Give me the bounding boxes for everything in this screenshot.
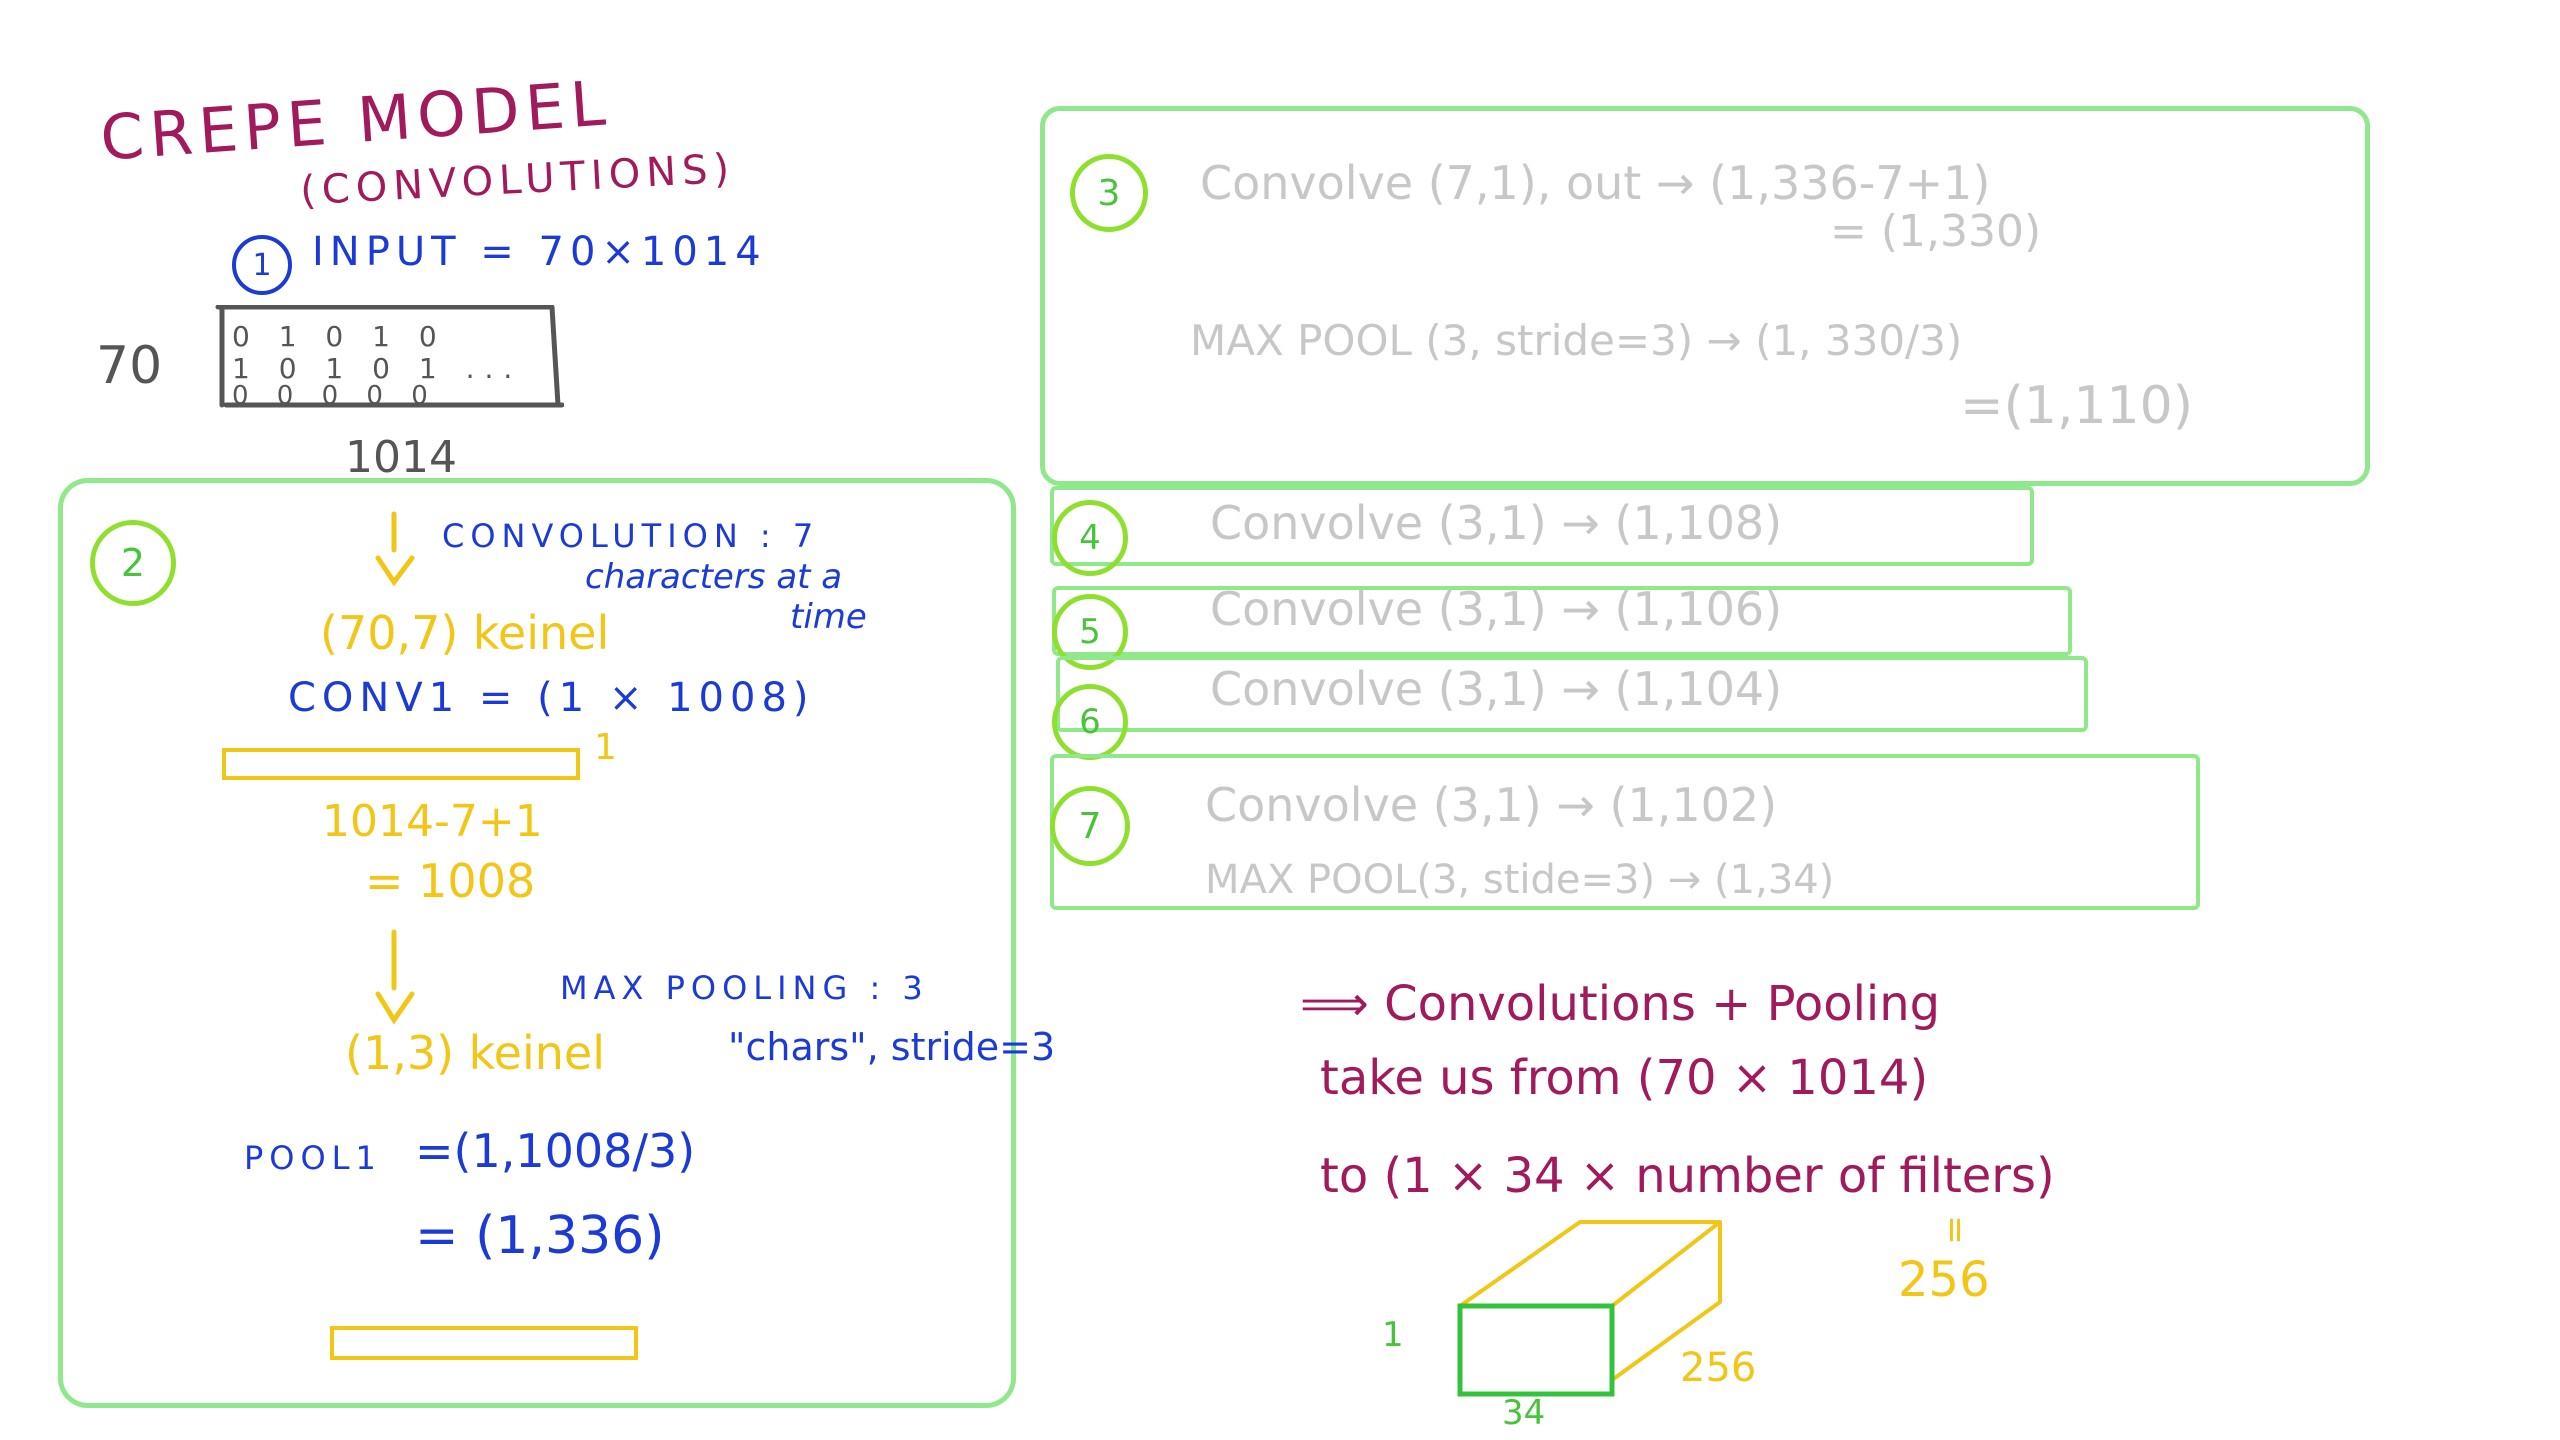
step3-line4: =(1,110) [1960, 376, 2194, 436]
step3-number-label: 3 [1097, 172, 1121, 214]
step7-op1: Convolve (3,1) → (1,102) [1205, 778, 1778, 832]
conv-calc-2: = 1008 [365, 854, 536, 908]
step3-line2: = (1,330) [1830, 206, 2042, 257]
step2-box [58, 478, 1016, 1408]
filters-count: 256 [1898, 1252, 1990, 1308]
pool1-eq-2: = (1,336) [415, 1206, 665, 1266]
matrix-row-1: 0 1 0 1 0 [232, 320, 447, 353]
step3-line3: MAX POOL (3, stride=3) → (1, 330/3) [1190, 316, 1963, 365]
step3-line1: Convolve (7,1), out → (1,336-7+1) [1200, 156, 1991, 210]
step1-number-label: 1 [252, 247, 272, 283]
cube-depth-label: 256 [1680, 1345, 1757, 1391]
step4-op: Convolve (3,1) → (1,108) [1210, 496, 1783, 550]
step6-number-label: 6 [1079, 702, 1101, 742]
conv-note-line3: time [790, 597, 867, 637]
step3-number: 3 [1070, 154, 1148, 232]
step4-box [1050, 486, 2034, 566]
step7-number: 7 [1050, 786, 1130, 866]
pool-note: MAX POOLING : 3 [560, 969, 929, 1007]
step5-op: Convolve (3,1) → (1,106) [1210, 582, 1783, 636]
matrix-row-3: 0 0 0 0 0 [232, 381, 438, 411]
matrix-cols-label: 1014 [345, 432, 457, 483]
summary-line2: take us from (70 × 1014) [1320, 1050, 1929, 1106]
pool-kernel: (1,3) keinel [345, 1026, 605, 1080]
step5-number: 5 [1052, 594, 1128, 670]
input-matrix: 0 1 0 1 0 1 0 1 0 1 ... 0 0 0 0 0 [212, 304, 565, 413]
summary-line1: ⟹ Convolutions + Pooling [1300, 976, 1941, 1032]
pool1-bar [330, 1326, 638, 1360]
conv-note-line2: characters at a [585, 557, 843, 597]
step6-op: Convolve (3,1) → (1,104) [1210, 662, 1783, 716]
conv1-bar-tick: 1 [594, 727, 617, 768]
down-arrow-1 [375, 511, 415, 587]
pool1-eq-1: =(1,1008/3) [415, 1124, 696, 1178]
step3-box [1040, 106, 2370, 486]
conv-calc-1: 1014-7+1 [322, 796, 543, 847]
step6-box [1056, 656, 2088, 732]
matrix-bracket [215, 304, 565, 408]
matrix-row-2: 1 0 1 0 1 ... [232, 352, 523, 385]
step6-number: 6 [1052, 684, 1128, 760]
step4-number: 4 [1052, 500, 1128, 576]
step4-number-label: 4 [1079, 518, 1101, 558]
step7-op2: MAX POOL(3, stide=3) → (1,34) [1205, 857, 1835, 903]
pool-stride: "chars", stride=3 [728, 1025, 1056, 1069]
step2-number: 2 [90, 520, 176, 606]
down-arrow-2 [375, 929, 415, 1025]
conv-note-line1: CONVOLUTION : 7 [442, 517, 820, 555]
cube-height-label: 1 [1382, 1315, 1404, 1355]
conv1-bar [222, 748, 580, 780]
conv-kernel: (70,7) keinel [320, 606, 610, 660]
matrix-rows-label: 70 [96, 336, 163, 396]
step5-number-label: 5 [1079, 612, 1101, 652]
output-volume-cube [1457, 1220, 1722, 1397]
step1-number: 1 [232, 235, 292, 295]
pool1-label: POOL1 [244, 1139, 382, 1177]
step7-number-label: 7 [1078, 805, 1102, 847]
filters-equals: = [1935, 1214, 1977, 1246]
conv1-result: CONV1 = (1 × 1008) [288, 675, 815, 721]
title-line2: (CONVOLUTIONS) [299, 145, 737, 215]
step2-number-label: 2 [120, 541, 146, 585]
cube-width-label: 34 [1502, 1393, 1546, 1433]
summary-line3: to (1 × 34 × number of filters) [1320, 1148, 2055, 1204]
step1-input-label: INPUT = 70×1014 [312, 229, 767, 275]
